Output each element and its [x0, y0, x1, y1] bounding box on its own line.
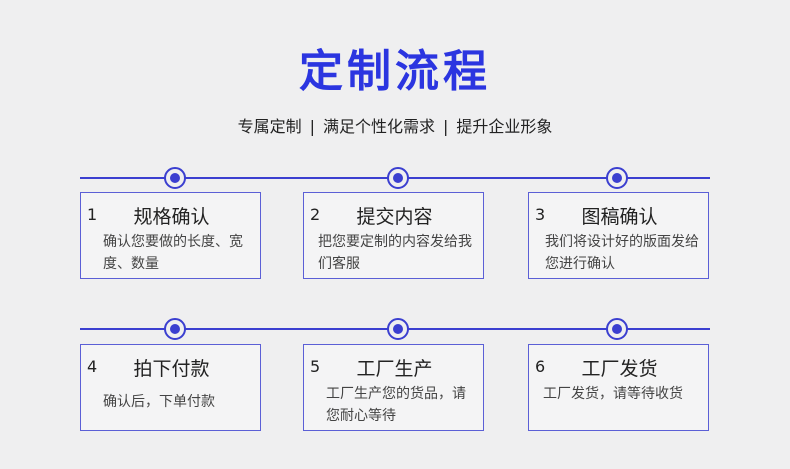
step-card-5: 5 工厂生产 工厂生产您的货品，请您耐心等待	[303, 344, 484, 431]
step-number: 6	[535, 357, 546, 376]
step-title: 提交内容	[356, 206, 433, 228]
subtitle-separator: |	[443, 117, 449, 136]
step-number: 1	[87, 205, 98, 224]
step-title: 拍下付款	[133, 358, 210, 380]
step-card-1: 1 规格确认 确认您要做的长度、宽度、数量	[80, 192, 261, 279]
subtitle-item-1: 专属定制	[237, 117, 302, 136]
timeline-dot-icon	[164, 167, 186, 189]
subtitle-item-2: 满足个性化需求	[322, 117, 435, 136]
step-number: 3	[535, 205, 546, 224]
step-card-2: 2 提交内容 把您要定制的内容发给我们客服	[303, 192, 484, 279]
step-number: 5	[310, 357, 321, 376]
step-description: 确认您要做的长度、宽度、数量	[103, 234, 243, 272]
page-title: 定制流程	[299, 46, 491, 97]
timeline-dot-icon	[606, 318, 628, 340]
subtitle-item-3: 提升企业形象	[456, 117, 553, 136]
timeline-dot-icon	[387, 167, 409, 189]
timeline-dot-icon	[164, 318, 186, 340]
step-description: 我们将设计好的版面发给您进行确认	[545, 234, 699, 272]
step-card-4: 4 拍下付款 确认后，下单付款	[80, 344, 261, 431]
step-title: 图稿确认	[581, 206, 658, 228]
step-description: 把您要定制的内容发给我们客服	[318, 234, 472, 272]
step-description: 工厂生产您的货品，请您耐心等待	[326, 386, 466, 424]
timeline-dot-icon	[387, 318, 409, 340]
step-number: 4	[87, 357, 98, 376]
step-card-3: 3 图稿确认 我们将设计好的版面发给您进行确认	[528, 192, 709, 279]
step-title: 工厂发货	[581, 358, 658, 380]
step-description: 确认后，下单付款	[103, 394, 215, 410]
step-number: 2	[310, 205, 321, 224]
step-title: 规格确认	[133, 206, 210, 228]
timeline-dot-icon	[606, 167, 628, 189]
step-card-6: 6 工厂发货 工厂发货，请等待收货	[528, 344, 709, 431]
step-title: 工厂生产	[356, 358, 433, 380]
step-description: 工厂发货，请等待收货	[543, 386, 683, 402]
subtitle-separator: |	[309, 117, 315, 136]
subtitle: 专属定制 | 满足个性化需求 | 提升企业形象	[0, 116, 790, 138]
